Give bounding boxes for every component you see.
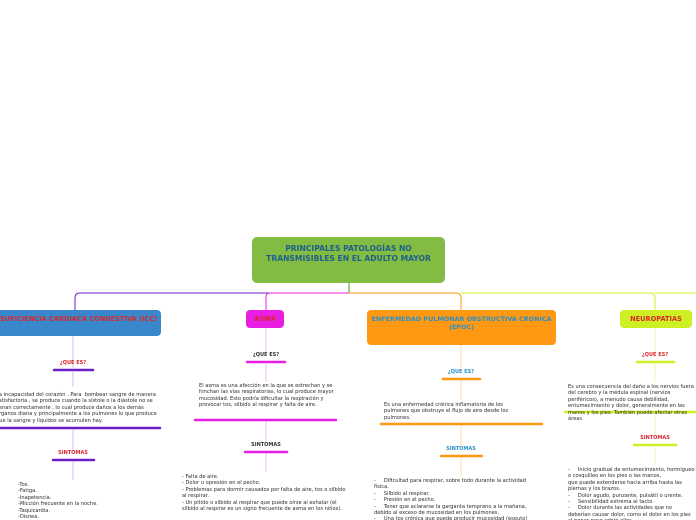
asma-sintomas-label[interactable]: SINTOMAS bbox=[251, 442, 281, 448]
bus-to-icc-line bbox=[74, 292, 349, 310]
bus-to-neuro-line bbox=[461, 292, 656, 310]
branch-neuro[interactable]: NEUROPATIAS bbox=[620, 310, 692, 328]
icc-definition-text: La incapacidad del corazón . Para bombea… bbox=[0, 392, 159, 424]
icc-sintomas-label[interactable]: SINTOMAS bbox=[58, 450, 88, 456]
asma-definition-text: El asma es una afección en la que se est… bbox=[199, 383, 336, 409]
root-topic[interactable]: PRINCIPALES PATOLOGÍAS NO TRANSMISIBLES … bbox=[252, 237, 445, 283]
asma-que-es-label[interactable]: ¿QUE ES? bbox=[252, 352, 280, 358]
neuro-definition-text: Es una consecuencia del daño a los nervi… bbox=[568, 384, 696, 423]
neuro-que-es-label[interactable]: ¿QUE ES? bbox=[641, 352, 669, 358]
root-title: PRINCIPALES PATOLOGÍAS NO TRANSMISIBLES … bbox=[266, 244, 431, 263]
epoc-symptoms-text: - Dificultad para respirar, sobre todo d… bbox=[374, 478, 528, 520]
epoc-sintomas-label[interactable]: SINTOMAS bbox=[446, 446, 476, 452]
branch-icc[interactable]: INSUFICIENCIA CARDIACA CONGESTIVA (ICC) bbox=[0, 310, 161, 336]
branch-asma-title: ASMA bbox=[254, 315, 276, 323]
bus-to-epoc-line bbox=[349, 292, 462, 310]
branch-icc-title: INSUFICIENCIA CARDIACA CONGESTIVA (ICC) bbox=[0, 315, 158, 323]
icc-que-es-label[interactable]: ¿QUE ES? bbox=[59, 360, 87, 366]
bus-to-asma-line bbox=[265, 292, 349, 310]
epoc-que-es-label[interactable]: ¿QUE ES? bbox=[447, 369, 475, 375]
branch-asma[interactable]: ASMA bbox=[246, 310, 284, 328]
branch-epoc[interactable]: ENFERMEDAD PULMONAR OBSTRUCTIVA CRONICA … bbox=[367, 310, 556, 345]
branch-epoc-title: ENFERMEDAD PULMONAR OBSTRUCTIVA CRONICA … bbox=[371, 315, 552, 331]
asma-symptoms-text: - Falta de aire. - Dolor u opresión en e… bbox=[182, 474, 346, 513]
epoc-definition-text: Es una enfermedad crónica inflamatoria d… bbox=[384, 402, 510, 421]
branch-neuro-title: NEUROPATIAS bbox=[630, 315, 682, 323]
neuro-sintomas-label[interactable]: SINTOMAS bbox=[640, 435, 670, 441]
icc-symptoms-text: -Tos. -Fatiga. -Inapetencia. -Micción fr… bbox=[18, 482, 98, 520]
neuro-symptoms-text: - Inicio gradual de entumecimiento, horm… bbox=[568, 467, 695, 520]
